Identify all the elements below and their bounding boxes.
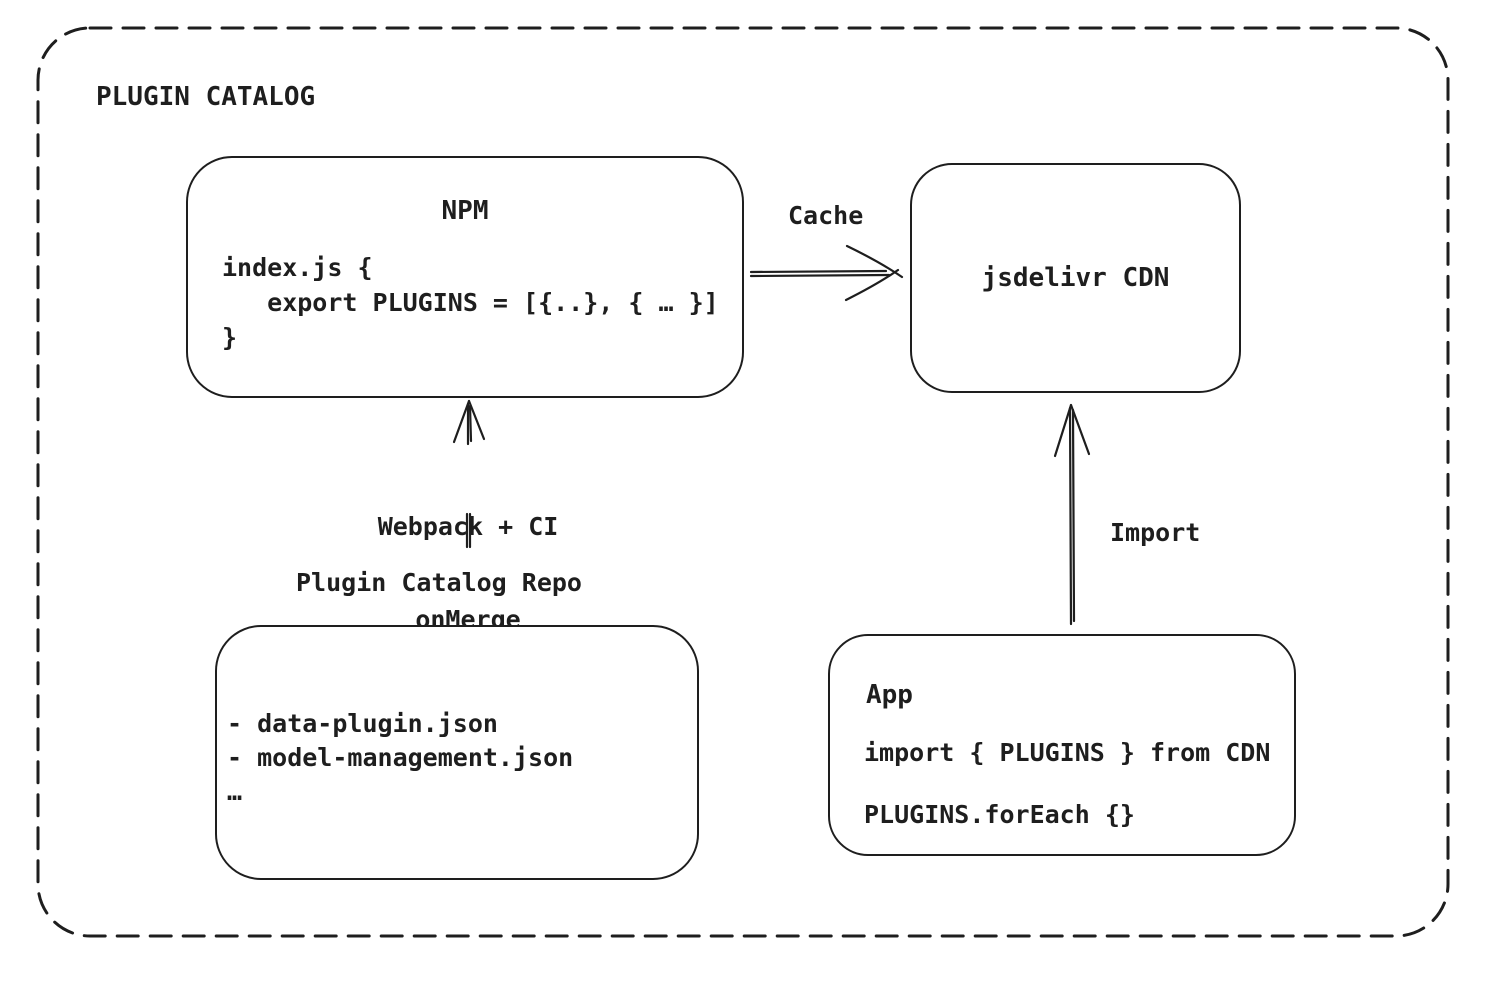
node-plugin-catalog-repo: - data-plugin.json - model-management.js… xyxy=(215,625,699,880)
cdn-label: jsdelivr CDN xyxy=(981,263,1170,293)
npm-code-snippet: index.js { export PLUGINS = [{..}, { … }… xyxy=(222,253,719,352)
cache-arrow xyxy=(749,244,904,302)
node-app: App import { PLUGINS } from CDN PLUGINS.… xyxy=(828,634,1296,856)
npm-title: NPM xyxy=(441,196,489,226)
repo-node-title: Plugin Catalog Repo xyxy=(296,568,582,597)
build-arrow xyxy=(452,399,486,549)
app-title: App xyxy=(866,680,913,710)
import-arrow xyxy=(1053,403,1091,626)
app-code-import-line: import { PLUGINS } from CDN xyxy=(864,738,1271,767)
plugin-catalog-boundary xyxy=(36,26,1450,938)
page-title: PLUGIN CATALOG xyxy=(96,82,316,112)
node-npm: NPM index.js { export PLUGINS = [{..}, {… xyxy=(186,156,744,398)
repo-file-item-ellipsis: … xyxy=(227,777,243,806)
app-code-foreach-line: PLUGINS.forEach {} xyxy=(864,800,1135,829)
repo-file-list: - data-plugin.json - model-management.js… xyxy=(227,707,573,809)
repo-file-item: - model-management.json xyxy=(227,743,574,772)
import-edge-label: Import xyxy=(1110,518,1201,547)
repo-file-item: - data-plugin.json xyxy=(227,709,498,738)
build-edge-label-line1: Webpack + CI xyxy=(377,512,559,541)
node-jsdelivr-cdn: jsdelivr CDN xyxy=(910,163,1241,393)
cache-edge-label: Cache xyxy=(788,201,864,230)
